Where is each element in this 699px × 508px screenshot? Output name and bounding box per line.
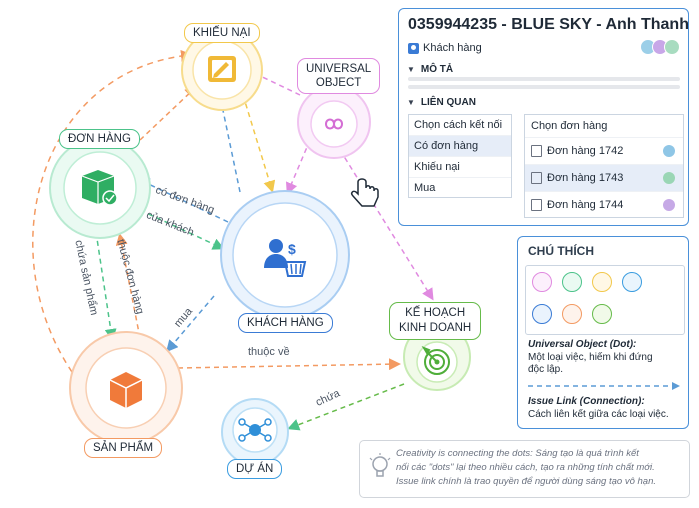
infinity-icon bbox=[532, 272, 552, 292]
customer-type-icon bbox=[408, 42, 419, 54]
target-icon bbox=[421, 345, 450, 375]
target-icon bbox=[592, 304, 612, 324]
edge-sanpham-kehoach bbox=[177, 358, 401, 371]
node-khach-hang[interactable]: $ bbox=[220, 190, 350, 320]
watchers-avatars[interactable] bbox=[640, 39, 680, 55]
issue-type: Khách hàng bbox=[408, 42, 482, 54]
label-ke-hoach-line1: KẾ HOẠCH bbox=[405, 307, 466, 319]
label-universal-line2: OBJECT bbox=[315, 77, 362, 89]
legend-dot-desc-line1: Một loại việc, hiếm khi đứng bbox=[528, 352, 653, 363]
project-network-icon bbox=[622, 272, 642, 292]
related-section-label: LIÊN QUAN bbox=[420, 97, 476, 108]
edge-donhang-khieunai bbox=[139, 85, 198, 141]
document-icon bbox=[531, 199, 542, 211]
description-section-label: MÔ TẢ bbox=[420, 64, 454, 75]
box-icon bbox=[562, 304, 582, 324]
edge-khieunai-khachhang bbox=[242, 94, 276, 193]
legend-title: CHÚ THÍCH bbox=[528, 244, 594, 258]
edge-arc-sanpham-khieunai bbox=[32, 49, 193, 373]
issue-type-label: Khách hàng bbox=[423, 42, 482, 54]
edge-khachhang-donhang bbox=[137, 178, 229, 223]
quote-line2: nối các "dots" lại theo nhiều cách, tạo … bbox=[396, 462, 655, 473]
link-type-option[interactable]: Mua bbox=[414, 182, 436, 194]
project-network-icon bbox=[238, 418, 272, 442]
description-section[interactable]: ▼ MÔ TẢ bbox=[407, 64, 453, 75]
avatar bbox=[663, 172, 675, 184]
node-ke-hoach[interactable] bbox=[403, 323, 471, 391]
link-type-option[interactable]: Có đơn hàng bbox=[409, 136, 511, 157]
label-don-hang: ĐƠN HÀNG bbox=[59, 129, 140, 149]
issue-title: 0359944235 - BLUE SKY - Anh Thanh bbox=[408, 16, 689, 33]
edge-khachhang-sanpham bbox=[166, 295, 215, 353]
hand-cursor-icon bbox=[351, 178, 379, 207]
description-placeholder-bar bbox=[408, 77, 680, 81]
label-universal-line1: UNIVERSAL bbox=[306, 63, 372, 75]
node-universal-object[interactable] bbox=[297, 85, 371, 159]
edge-donhang-khachhang bbox=[139, 209, 225, 250]
avatar bbox=[663, 145, 675, 157]
label-khach-hang: KHÁCH HÀNG bbox=[238, 313, 333, 333]
issue-option[interactable]: Đơn hàng 1744 bbox=[525, 191, 683, 218]
link-type-option[interactable]: Khiếu nại bbox=[409, 157, 511, 178]
edge-khachhang-khieunai bbox=[215, 93, 241, 193]
package-check-icon bbox=[562, 272, 582, 292]
label-khieu-nai: KHIẾU NẠI bbox=[184, 23, 260, 43]
package-check-icon bbox=[81, 170, 118, 206]
legend-dot-title: Universal Object (Dot): bbox=[528, 339, 637, 350]
edge-universal-kehoach bbox=[339, 149, 434, 301]
legend-link-sample bbox=[528, 382, 680, 390]
lightbulb-icon bbox=[369, 453, 391, 477]
customer-basket-icon: $ bbox=[264, 239, 307, 277]
document-icon bbox=[531, 172, 542, 184]
edge-donhang-sanpham bbox=[95, 231, 117, 341]
svg-text:$: $ bbox=[288, 241, 296, 257]
clipboard-edit-icon bbox=[592, 272, 612, 292]
link-type-select[interactable]: Chọn cách kết nối Có đơn hàng Khiếu nại … bbox=[408, 114, 512, 198]
node-du-an[interactable] bbox=[221, 398, 289, 466]
chevron-down-icon: ▼ bbox=[407, 65, 415, 74]
quote-line1: Creativity is connecting the dots: Sáng … bbox=[396, 448, 639, 459]
issue-option-label: Đơn hàng 1743 bbox=[547, 172, 624, 184]
legend-link-title: Issue Link (Connection): bbox=[528, 396, 645, 407]
description-placeholder-bar bbox=[408, 85, 680, 89]
label-ke-hoach-line2: KINH DOANH bbox=[399, 322, 472, 334]
issue-option[interactable]: Đơn hàng 1743 bbox=[525, 164, 683, 191]
issue-option-label: Đơn hàng 1742 bbox=[547, 145, 624, 157]
edge-label-thuoc-ve: thuộc về bbox=[248, 346, 290, 358]
quote-line3: Issue link chính là trao quyền để người … bbox=[396, 476, 656, 487]
edge-universal-khachhang bbox=[285, 139, 311, 195]
label-san-pham: SẢN PHẨM bbox=[84, 438, 163, 458]
related-section[interactable]: ▼ LIÊN QUAN bbox=[407, 97, 476, 108]
quote-text: Creativity is connecting the dots: Sáng … bbox=[396, 447, 686, 489]
legend-dot-desc-line2: độc lập. bbox=[528, 364, 564, 375]
edge-kehoach-duan bbox=[287, 383, 405, 431]
node-don-hang[interactable] bbox=[49, 137, 151, 239]
link-type-header: Chọn cách kết nối bbox=[409, 115, 511, 136]
avatar bbox=[664, 39, 680, 55]
avatar bbox=[663, 199, 675, 211]
node-san-pham[interactable] bbox=[69, 331, 183, 445]
legend-link-desc: Cách liên kết giữa các loại việc. bbox=[528, 409, 669, 420]
legend-panel: CHÚ THÍCH Universal Object (Dot): Một lo… bbox=[517, 236, 689, 429]
legend-icon-grid bbox=[525, 265, 685, 335]
infinity-icon bbox=[324, 118, 344, 130]
issue-option[interactable]: Đơn hàng 1742 bbox=[525, 137, 683, 164]
customer-basket-icon bbox=[532, 304, 552, 324]
box-icon bbox=[109, 372, 143, 408]
quote-box: Creativity is connecting the dots: Sáng … bbox=[359, 440, 690, 498]
issue-option-label: Đơn hàng 1744 bbox=[547, 199, 624, 211]
label-universal-object: UNIVERSAL OBJECT bbox=[297, 58, 381, 94]
document-icon bbox=[531, 145, 542, 157]
label-du-an: DỰ ÁN bbox=[227, 459, 283, 479]
label-ke-hoach: KẾ HOẠCH KINH DOANH bbox=[389, 302, 482, 340]
issue-select-header: Chọn đơn hàng bbox=[531, 120, 608, 132]
issue-select[interactable]: Chọn đơn hàng Đơn hàng 1742 Đơn hàng 174… bbox=[524, 114, 684, 218]
chevron-down-icon: ▼ bbox=[407, 98, 415, 107]
